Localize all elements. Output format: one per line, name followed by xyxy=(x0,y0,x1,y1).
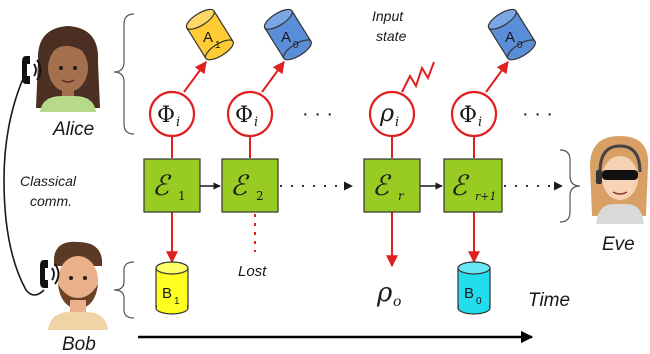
channel-box-r-symbol: ℰ xyxy=(372,169,392,202)
rho-input-node: ρ i xyxy=(368,90,416,138)
rho-input-symbol: ρ xyxy=(379,99,394,127)
channel-box-1: ℰ 1 xyxy=(143,158,201,213)
eve-label: Eve xyxy=(602,234,635,255)
bob-label: Bob xyxy=(62,334,96,354)
alice-memory-a0-second-index: 0 xyxy=(517,40,523,51)
alice-brace xyxy=(113,13,135,135)
bob-phone-icon xyxy=(40,260,60,288)
input-state-label-line2: state xyxy=(376,28,407,44)
alice-memory-a0-first: A 0 xyxy=(263,8,312,61)
alice-memory-a0-first-letter: A xyxy=(281,29,291,46)
phi-node-1: Φ i xyxy=(148,90,196,138)
classical-label-line2: comm. xyxy=(30,193,72,209)
arrow-phi1-to-a1 xyxy=(183,61,207,93)
arrow-phi2-to-a0 xyxy=(261,61,285,93)
alice-memory-a0-second: A 0 xyxy=(487,8,536,61)
channel-box-2-sub: 2 xyxy=(256,189,264,203)
eve-avatar xyxy=(590,136,649,224)
alice-memory-a0-first-index: 0 xyxy=(293,40,299,51)
rho-output: ρ o xyxy=(376,278,401,310)
bob-memory-b1-index: 1 xyxy=(174,296,180,307)
alice-memory-a1-letter: A xyxy=(203,29,213,46)
rho-output-symbol: ρ xyxy=(376,278,393,308)
phi-node-2: Φ i xyxy=(226,90,274,138)
ellipsis-right: · · · xyxy=(522,103,553,125)
channel-box-r-plus-1-sub: r+1 xyxy=(475,190,496,203)
classical-label-line1: Classical xyxy=(20,173,77,189)
bob-memory-b0: B 0 xyxy=(457,261,491,315)
channel-box-2: ℰ 2 xyxy=(221,158,279,213)
alice-avatar xyxy=(36,26,100,112)
input-state-label-line1: Input xyxy=(372,8,404,24)
phi-node-1-sub: i xyxy=(176,115,180,130)
channel-box-r: ℰ r xyxy=(363,158,421,213)
ellipsis-top: · · · xyxy=(302,103,333,125)
bob-memory-b0-letter: B xyxy=(464,285,474,302)
alice-memory-a1-index: 1 xyxy=(215,40,221,51)
arrow-phi4-to-a0 xyxy=(485,61,509,93)
phi-node-2-sub: i xyxy=(254,115,258,130)
time-label: Time xyxy=(528,290,570,311)
phi-node-4: Φ i xyxy=(450,90,498,138)
channel-box-r-sub: r xyxy=(398,189,405,203)
alice-memory-a0-second-letter: A xyxy=(505,29,515,46)
eve-brace xyxy=(559,149,581,223)
bob-memory-b0-index: 0 xyxy=(476,296,482,307)
phi-node-1-symbol: Φ xyxy=(157,103,175,128)
rho-output-sub: o xyxy=(393,294,401,310)
alice-memory-a1: A 1 xyxy=(185,8,234,61)
channel-box-1-symbol: ℰ xyxy=(152,169,172,202)
bob-avatar xyxy=(48,241,108,330)
channel-box-r-plus-1-symbol: ℰ xyxy=(450,169,470,202)
classical-channel-wire xyxy=(3,71,45,296)
phi-node-2-symbol: Φ xyxy=(235,103,253,128)
phi-node-4-symbol: Φ xyxy=(459,103,477,128)
channel-box-r-plus-1: ℰ r+1 xyxy=(443,158,503,213)
rho-input-sub: i xyxy=(395,115,399,130)
lost-label: Lost xyxy=(238,263,267,280)
bob-brace xyxy=(113,261,135,319)
phi-node-4-sub: i xyxy=(478,115,482,130)
bob-memory-b1-letter: B xyxy=(162,285,172,302)
alice-label: Alice xyxy=(52,119,94,140)
bob-memory-b1: B 1 xyxy=(155,261,189,315)
channel-box-2-symbol: ℰ xyxy=(230,169,250,202)
channel-box-1-sub: 1 xyxy=(178,189,186,203)
input-photon-wave xyxy=(401,61,435,93)
